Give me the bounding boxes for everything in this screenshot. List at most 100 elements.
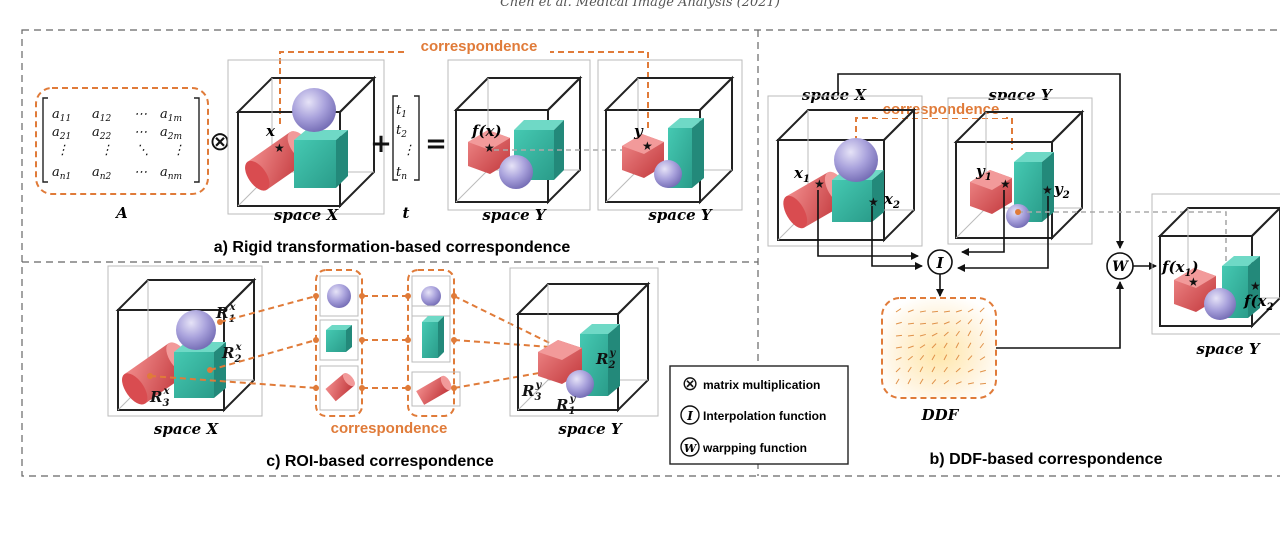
ddf-vector-arrow — [895, 367, 901, 373]
vector-cell: tn — [396, 165, 407, 182]
ddf-vector-arrow — [931, 366, 936, 373]
ddf-vector-arrow — [955, 309, 962, 313]
ddf-vector-arrow — [907, 378, 912, 385]
label-fx-a: f(x) — [471, 122, 502, 140]
vector-t-label: t — [403, 204, 410, 222]
ddf-vector-arrow — [967, 382, 974, 385]
legend-interp-icon: I — [686, 409, 693, 423]
legend-otimes-icon: ⊗ — [682, 371, 699, 395]
ddf-vector-arrow — [919, 344, 926, 349]
ddf-field — [881, 297, 997, 399]
ddf-vector-arrow — [967, 319, 973, 325]
cube-space-y-output — [1151, 193, 1280, 335]
legend-label-matrix: matrix multiplication — [703, 378, 820, 392]
ddf-vector-arrow — [931, 379, 937, 385]
star-marker: ★ — [1250, 279, 1261, 293]
vector-bracket-right — [414, 95, 420, 181]
legend-warp-icon: W — [684, 442, 698, 455]
caption-b: b) DDF-based correspondence — [930, 451, 1163, 468]
matrix-cell: a21 — [52, 125, 71, 142]
warp-node-label: W — [1112, 259, 1129, 275]
correspondence-label-b: correspondence — [883, 101, 1000, 118]
ddf-vector-arrow — [943, 366, 948, 373]
ddf-vector-arrow — [907, 309, 914, 313]
cube-space-y-b — [947, 97, 1093, 245]
header-text: Chen et al. Medical Image Analysis (2021… — [500, 0, 780, 10]
matrix-cell: ⋯ — [134, 125, 147, 140]
matrix-a-frame — [35, 87, 209, 195]
label-space-y-c: space Y — [558, 420, 623, 438]
panel-a: correspondence a11 a12 ⋯ a1m a21 a22 ⋯ a… — [35, 36, 743, 256]
ddf-vector-arrow — [895, 321, 902, 325]
arrow-x-to-w — [837, 73, 1124, 249]
ddf-vector-arrow — [919, 378, 924, 385]
star-marker: ★ — [642, 139, 653, 153]
matrix-cell: an1 — [52, 165, 71, 182]
ddf-vector-arrow — [979, 307, 985, 313]
ddf-vector-arrow — [907, 322, 915, 325]
star-marker: ★ — [868, 195, 879, 209]
ddf-vector-arrow — [931, 332, 938, 337]
mapping-path-b — [1018, 211, 1227, 270]
label-space-x-c: space X — [154, 420, 220, 438]
ddf-vector-arrow — [943, 342, 948, 349]
label-space-y-b: space Y — [988, 86, 1053, 104]
ddf-vector-arrow — [943, 310, 951, 313]
star-marker: ★ — [274, 141, 285, 155]
matrix-bracket-right — [194, 97, 200, 183]
label-r1y: R1y — [555, 394, 576, 417]
label-y1: y1 — [975, 162, 992, 183]
ddf-vector-arrow — [979, 342, 985, 349]
legend-label-interp: Interpolation function — [703, 409, 826, 423]
star-marker: ★ — [1000, 177, 1011, 191]
cube-space-y-c — [509, 267, 659, 417]
label-space-y-output: space Y — [1196, 340, 1261, 358]
cube-space-y-a2 — [597, 59, 743, 211]
ddf-vector-arrow — [943, 354, 948, 361]
ddf-vector-arrow — [931, 310, 939, 313]
label-x1: x1 — [793, 164, 810, 185]
matrix-a-label: A — [114, 204, 128, 222]
ddf-vector-arrow — [955, 342, 960, 349]
label-y2: y2 — [1053, 180, 1070, 201]
ddf-vector-arrow — [907, 334, 915, 337]
label-r2y: R2y — [595, 348, 616, 371]
interp-node-label: I — [935, 254, 944, 272]
ddf-vector-arrow — [943, 380, 950, 385]
ddf-vector-arrow — [919, 310, 926, 313]
legend-label-warp: warpping function — [702, 441, 807, 455]
star-marker: ★ — [1042, 183, 1053, 197]
ddf-vector-arrow — [931, 354, 936, 361]
ddf-vector-arrow — [979, 382, 987, 385]
cube-space-x-b — [767, 95, 923, 247]
label-r3y: R3y — [521, 380, 542, 403]
cube-space-x-c — [107, 265, 263, 417]
label-space-x-a: space X — [274, 206, 340, 224]
ddf-vector-arrows — [895, 307, 987, 385]
matrix-cell: ⋮ — [172, 143, 185, 158]
legend: ⊗ matrix multiplication I Interpolation … — [669, 365, 849, 465]
star-marker: ★ — [814, 177, 825, 191]
ddf-vector-arrow — [895, 357, 902, 361]
star-marker: ★ — [484, 141, 495, 155]
label-r2x: R2x — [221, 342, 242, 365]
label-x2: x2 — [883, 190, 900, 211]
vector-cell: t2 — [396, 123, 407, 140]
ddf-vector-arrow — [955, 354, 960, 361]
otimes-symbol: ⊗ — [209, 127, 231, 157]
matrix-cell: a2m — [160, 125, 182, 142]
ddf-vector-arrow — [967, 330, 972, 337]
matrix-bracket-left — [42, 97, 48, 183]
caption-c: c) ROI-based correspondence — [266, 453, 494, 470]
ddf-vector-arrow — [955, 367, 961, 373]
ddf-vector-arrow — [955, 330, 960, 337]
matrix-cell: ⋯ — [134, 107, 147, 122]
label-x-a: x — [265, 122, 276, 140]
ddf-vector-arrow — [907, 366, 912, 373]
ddf-vector-arrow — [943, 321, 950, 325]
ddf-vector-arrow — [931, 343, 937, 349]
roi-connector-dots — [147, 293, 457, 391]
panel-b: space X space Y correspondence x1 — [767, 73, 1280, 468]
ddf-vector-arrow — [931, 322, 938, 325]
ddf-vector-arrow — [979, 356, 986, 361]
